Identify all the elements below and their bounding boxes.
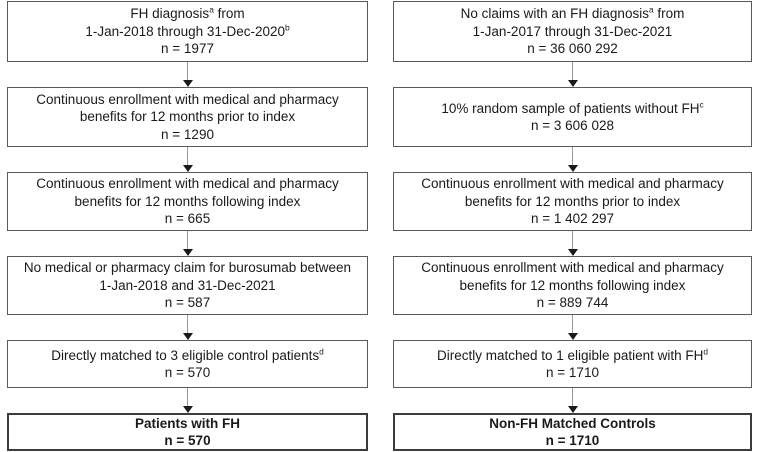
flow-step-line: 1-Jan-2018 through 31-Dec-2020b: [85, 22, 290, 39]
arrow-down-icon: [393, 315, 752, 340]
arrow-stem: [186, 62, 189, 80]
flow-step-line: n = 1977: [161, 41, 214, 57]
arrow-down-icon: [7, 231, 368, 256]
flow-step-line: FH diagnosisa from: [130, 4, 245, 22]
arrow-down-icon: [393, 231, 752, 256]
arrow-stem: [186, 315, 189, 333]
flow-step-line: n = 1 402 297: [531, 211, 614, 227]
arrow-down-icon: [393, 62, 752, 87]
arrow-down-icon: [7, 62, 368, 87]
flow-step-box: 10% random sample of patients without FH…: [393, 87, 752, 147]
flow-step-line: n = 1710: [545, 433, 600, 448]
flow-step-box: Continuous enrollment with medical and p…: [393, 256, 752, 315]
arrowhead-icon: [567, 80, 578, 87]
arrow-down-icon: [393, 388, 752, 413]
flow-step-box: Continuous enrollment with medical and p…: [7, 87, 368, 147]
flow-step-box: Directly matched to 3 eligible control p…: [7, 340, 368, 388]
arrow-stem: [186, 147, 189, 165]
arrow-stem: [186, 388, 189, 406]
arrowhead-icon: [567, 333, 578, 340]
arrowhead-icon: [567, 165, 578, 172]
flow-step-line: n = 570: [164, 433, 211, 448]
flow-step-line: n = 1710: [546, 365, 599, 380]
flow-step-box: No medical or pharmacy claim for burosum…: [7, 256, 368, 315]
flow-step-box: Continuous enrollment with medical and p…: [7, 172, 368, 231]
flow-final-box: Non-FH Matched Controls n = 1710: [393, 413, 752, 451]
arrowhead-icon: [182, 249, 193, 256]
arrowhead-icon: [182, 406, 193, 413]
arrowhead-icon: [567, 406, 578, 413]
arrow-down-icon: [7, 315, 368, 340]
arrow-stem: [571, 231, 574, 249]
flow-step-box: Directly matched to 1 eligible patient w…: [393, 340, 752, 388]
flow-step-line: No medical or pharmacy claim for burosum…: [23, 260, 352, 276]
flow-step-line: benefits for 12 months prior to index: [464, 193, 681, 209]
flow-step-line: Continuous enrollment with medical and p…: [421, 260, 724, 276]
arrow-stem: [571, 388, 574, 406]
flow-step-line: n = 570: [164, 365, 211, 380]
flow-step-box: Continuous enrollment with medical and p…: [393, 172, 752, 231]
flow-step-line: n = 36 060 292: [527, 41, 618, 57]
arrow-down-icon: [7, 147, 368, 172]
flow-step-line: n = 665: [164, 211, 211, 227]
arrowhead-icon: [182, 333, 193, 340]
arrow-stem: [186, 231, 189, 249]
arrow-stem: [571, 62, 574, 80]
flow-step-line: 10% random sample of patients without FH…: [441, 99, 704, 116]
flow-step-line: Continuous enrollment with medical and p…: [421, 176, 724, 192]
flow-step-line: 1-Jan-2018 and 31-Dec-2021: [99, 277, 276, 293]
flow-step-line: Patients with FH: [134, 415, 240, 431]
flow-step-line: Non-FH Matched Controls: [489, 415, 656, 431]
flow-step-line: n = 1290: [161, 126, 214, 142]
flow-step-line: benefits for 12 months prior to index: [79, 109, 296, 125]
arrow-stem: [571, 147, 574, 165]
flow-step-line: Continuous enrollment with medical and p…: [36, 91, 339, 107]
flow-step-line: n = 889 744: [536, 295, 609, 311]
flow-step-line: benefits for 12 months following index: [459, 277, 686, 293]
flow-step-line: 1-Jan-2017 through 31-Dec-2021: [472, 23, 673, 39]
flow-step-line: benefits for 12 months following index: [74, 193, 301, 209]
flow-step-line: No claims with an FH diagnosisa from: [460, 4, 685, 22]
arrow-down-icon: [7, 388, 368, 413]
arrow-stem: [571, 315, 574, 333]
arrowhead-icon: [182, 165, 193, 172]
arrowhead-icon: [567, 249, 578, 256]
arrowhead-icon: [182, 80, 193, 87]
flow-step-line: Directly matched to 1 eligible patient w…: [436, 346, 709, 363]
arrow-down-icon: [393, 147, 752, 172]
flow-step-line: Directly matched to 3 eligible control p…: [51, 346, 324, 363]
flow-step-line: n = 3 606 028: [531, 118, 614, 133]
flow-step-line: n = 587: [164, 295, 211, 311]
flow-final-box: Patients with FH n = 570: [7, 413, 368, 451]
flow-step-line: Continuous enrollment with medical and p…: [36, 176, 339, 192]
